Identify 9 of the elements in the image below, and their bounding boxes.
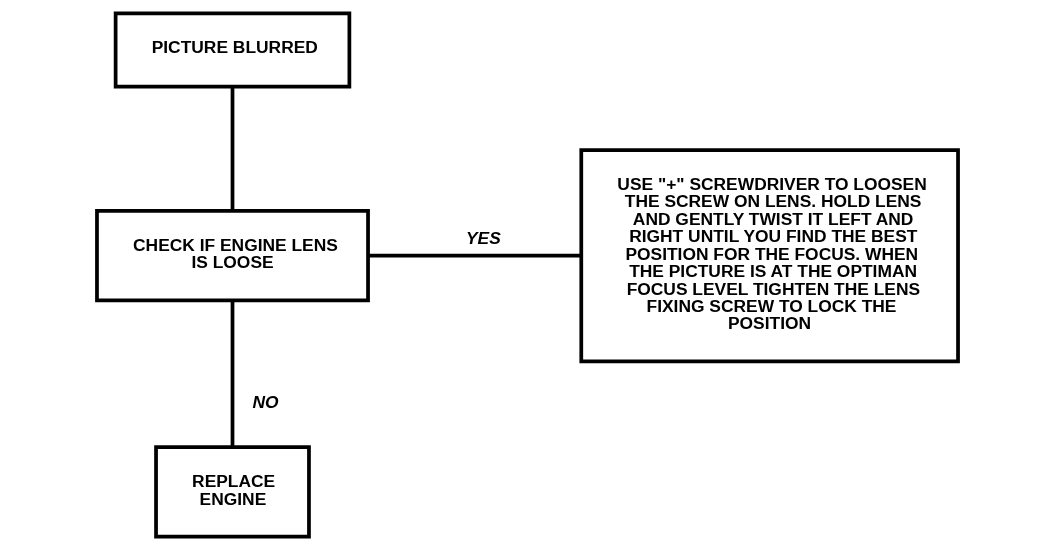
edge-label: YES xyxy=(465,228,501,249)
node-box: USE "+" SCREWDRIVER TO LOOSEN THE SCREW ON LENS. HOLD LENS AND GENTLY TWIST IT LEFT AND RIGHT UNTIL YOU FIND THE BEST POSITION FOR THE FOCUS. WHEN THE PICTURE IS AT THE OPTIMAN FOCUS LEVEL TIGHTEN THE LENS FIXING SCREW TO LOCK THE POSITION xyxy=(578,148,960,364)
node-box: PICTURE BLURRED xyxy=(113,11,351,89)
connector xyxy=(230,300,234,447)
edge-label: NO xyxy=(251,392,278,413)
node-box: CHECK IF ENGINE LENS IS LOOSE xyxy=(94,209,370,303)
connector xyxy=(230,87,234,211)
connector xyxy=(367,253,581,258)
node-box: REPLACE ENGINE xyxy=(153,445,311,539)
